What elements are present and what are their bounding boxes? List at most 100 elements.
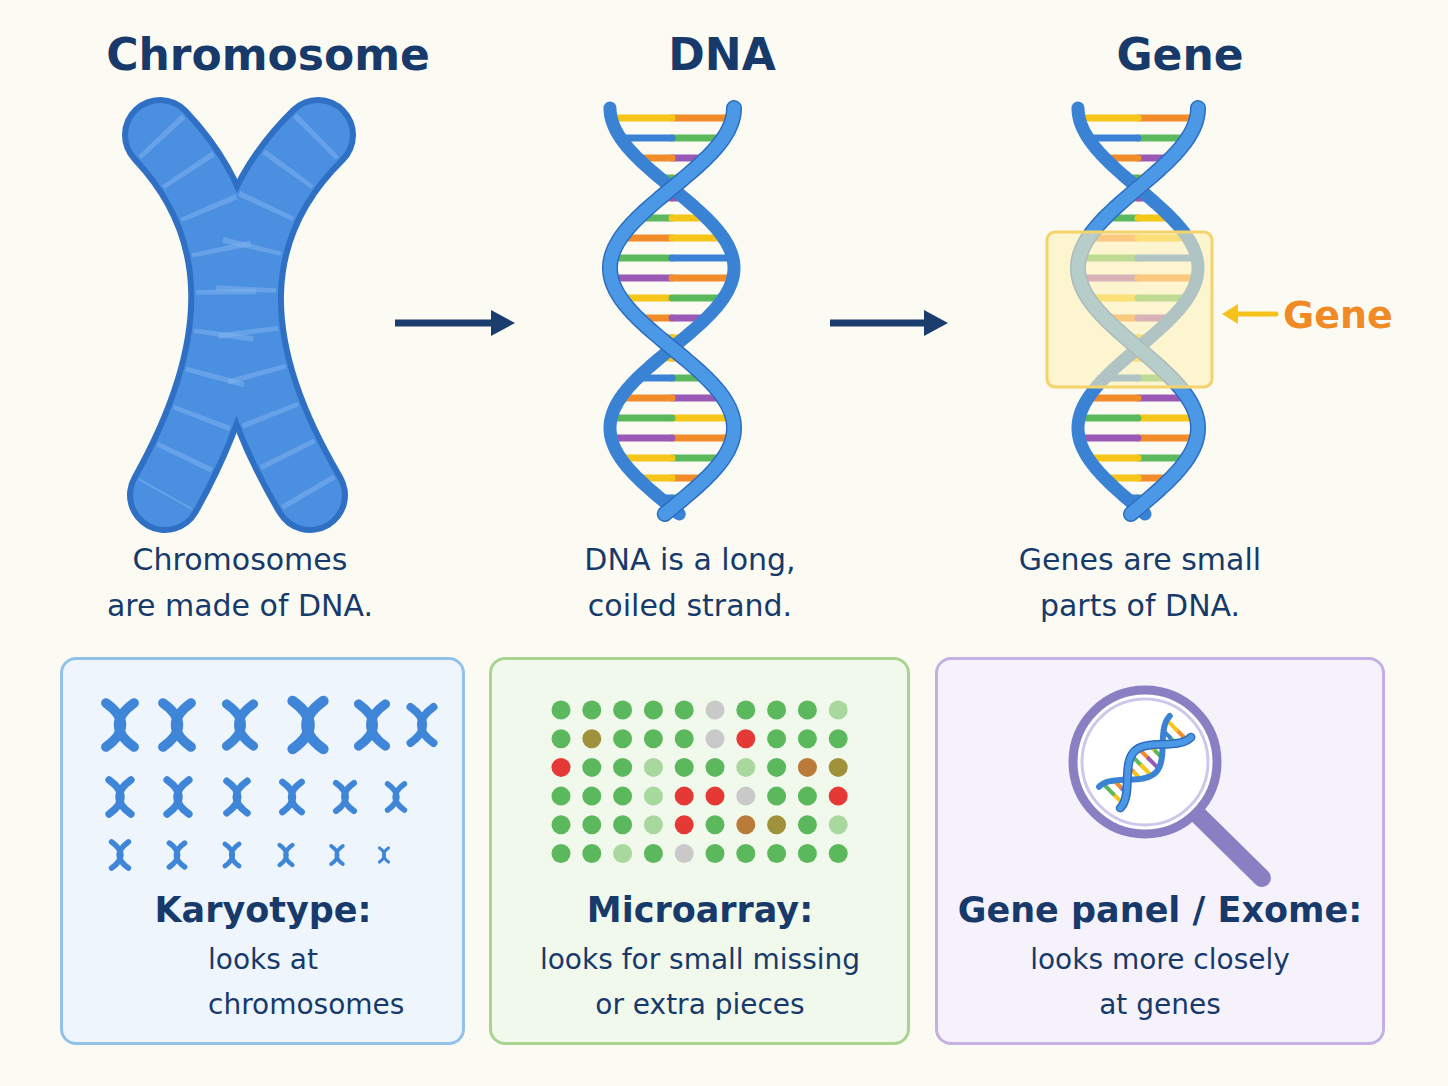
test-name: Microarray: <box>493 888 908 932</box>
test-description: looks at chromosomes <box>208 937 318 1027</box>
array-dot <box>613 729 632 748</box>
back-strand <box>1078 108 1198 514</box>
base-pair <box>1138 375 1171 382</box>
array-dot <box>767 701 786 720</box>
front-strand <box>1099 716 1191 808</box>
mini-helix <box>1099 716 1191 808</box>
test-description: looks for small missing or extra pieces <box>540 937 861 1027</box>
mini-chromatid <box>293 701 310 749</box>
base-pair <box>1126 195 1138 202</box>
array-dot <box>644 844 663 863</box>
base-pair <box>1170 737 1176 743</box>
array-dot <box>706 844 725 863</box>
base-pair <box>1167 720 1177 730</box>
base-pair <box>1088 235 1138 242</box>
mini-chromatid <box>336 783 346 811</box>
array-dot <box>675 758 694 777</box>
mini-chromatid <box>167 780 179 814</box>
mini-chromatid <box>331 846 337 864</box>
leader-head <box>1222 304 1238 324</box>
base-pair <box>620 135 672 142</box>
base-pair <box>672 375 706 382</box>
base-pair <box>1138 355 1150 362</box>
array-dot <box>582 787 601 806</box>
array-dot <box>767 815 786 834</box>
base-pair <box>620 395 672 402</box>
array-dot <box>798 701 817 720</box>
base-pair <box>1149 758 1159 768</box>
strand-outline <box>1099 716 1191 808</box>
base-pair <box>1141 766 1151 776</box>
base-pair <box>660 195 672 202</box>
array-dot <box>675 729 694 748</box>
base-pair <box>1088 295 1138 302</box>
array-dot <box>582 701 601 720</box>
base-pair <box>638 155 672 162</box>
mini-chromatid <box>384 848 389 862</box>
front-strand <box>610 108 734 514</box>
array-dot <box>798 815 817 834</box>
mini-chromatid <box>119 842 128 868</box>
flow-arrow <box>830 320 936 327</box>
base-pair <box>1134 773 1140 779</box>
array-dot <box>613 701 632 720</box>
base-pair <box>1088 395 1138 402</box>
base-pair <box>1138 395 1188 402</box>
column-caption: DNA is a long, coiled strand. <box>584 537 796 629</box>
base-pair <box>1138 455 1188 462</box>
base-pair <box>1138 215 1171 222</box>
chromatid-outline <box>246 135 318 495</box>
base-pair <box>1126 355 1138 362</box>
mini-chromatid <box>336 846 342 864</box>
mini-chromatid <box>236 781 247 813</box>
array-dot <box>829 701 848 720</box>
array-dot <box>675 844 694 863</box>
base-pair <box>638 215 672 222</box>
strand-outline <box>610 108 734 514</box>
callout-label: Gene <box>1283 291 1393 339</box>
mini-chromatid <box>225 844 233 866</box>
test-description: looks more closely at genes <box>1020 937 1300 1027</box>
array-dot <box>736 787 755 806</box>
array-dot <box>582 844 601 863</box>
array-dot <box>706 729 725 748</box>
mini-chromatid <box>106 703 121 747</box>
base-pair <box>1126 175 1138 182</box>
base-pair <box>1079 115 1138 122</box>
base-pair <box>1079 275 1138 282</box>
magnifier-lens <box>1073 690 1217 834</box>
chromosome-illustration <box>160 135 318 495</box>
mini-chromatid <box>176 843 184 867</box>
array-dot <box>767 844 786 863</box>
base-pair <box>672 275 733 282</box>
array-dot <box>798 758 817 777</box>
array-dot <box>613 758 632 777</box>
concept-column: ChromosomeChromosomes are made of DNA. <box>40 20 395 620</box>
base-pair <box>1113 794 1123 804</box>
chromatid <box>160 135 226 495</box>
array-dot <box>829 758 848 777</box>
base-pair <box>620 235 672 242</box>
mini-chromatid <box>227 781 238 813</box>
test-name: Karyotype: <box>64 888 463 932</box>
base-pair <box>638 315 672 322</box>
base-pair <box>672 255 733 262</box>
array-dot <box>675 815 694 834</box>
chromatid <box>246 135 318 495</box>
array-dot <box>582 758 601 777</box>
array-dot <box>644 815 663 834</box>
base-pair <box>672 415 733 422</box>
mini-chromatid <box>280 845 287 865</box>
gene-highlight <box>1047 232 1212 387</box>
base-pair <box>672 335 684 342</box>
base-pair <box>672 355 684 362</box>
base-pair <box>1131 755 1141 765</box>
base-pair <box>1138 475 1171 482</box>
base-pair <box>672 395 724 402</box>
base-pair <box>1079 415 1138 422</box>
base-pair <box>1138 255 1197 262</box>
column-caption: Chromosomes are made of DNA. <box>107 537 374 629</box>
base-pair <box>1088 135 1138 142</box>
base-pair <box>1126 335 1138 342</box>
